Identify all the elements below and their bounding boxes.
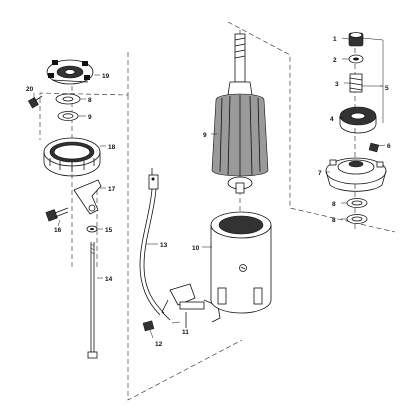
mounting-bracket [73,179,102,215]
callout-11: 11 [182,329,189,336]
drive-pinion [339,106,377,134]
callout-8-right-lower: 8 [332,217,336,224]
small-bolt [27,95,43,109]
brush-terminal-assembly [161,283,221,328]
small-washer [86,225,98,233]
drive-end-head [325,157,387,192]
spacer-washer-left [57,111,79,121]
thrust-washer-left [55,93,81,105]
callout-13: 13 [160,242,168,249]
callout-1: 1 [333,36,337,43]
callout-2: 2 [333,57,337,64]
callout-18: 18 [108,144,116,151]
callout-15: 15 [105,227,113,234]
leader-lines [33,37,386,339]
pinion-nut [348,32,364,47]
callout-7: 7 [318,170,322,177]
brush-lead-wire [139,168,165,316]
spacer-washer-right [346,214,368,224]
brush-end-plate [46,59,94,85]
callout-20: 20 [26,86,34,93]
callout-16: 16 [54,227,62,234]
small-nut-right [368,142,380,153]
callout-8-left: 8 [88,97,92,104]
thrust-washer-right [346,198,368,208]
drive-spring [349,73,363,93]
callout-3: 3 [335,81,339,88]
motor-housing [210,211,272,314]
callout-17: 17 [108,186,116,193]
field-ring [43,137,101,177]
callout-4: 4 [330,116,334,123]
callout-19: 19 [102,73,110,80]
callout-12: 12 [155,341,163,348]
callout-5: 5 [385,85,389,92]
callout-14: 14 [105,276,113,283]
bracket-bolt [45,207,69,222]
callout-labels: 1 2 3 4 5 6 7 8 8 8 9 9 10 11 12 13 14 1… [26,36,391,348]
callout-9-left: 9 [88,114,92,121]
callout-10: 10 [192,245,200,252]
terminal-nut [142,320,155,332]
callout-8-right-upper: 8 [332,201,336,208]
callout-6: 6 [387,143,391,150]
through-bolt [87,242,98,359]
callout-9-armature: 9 [203,132,207,139]
pinion-spacer [348,54,364,64]
armature [211,33,269,194]
